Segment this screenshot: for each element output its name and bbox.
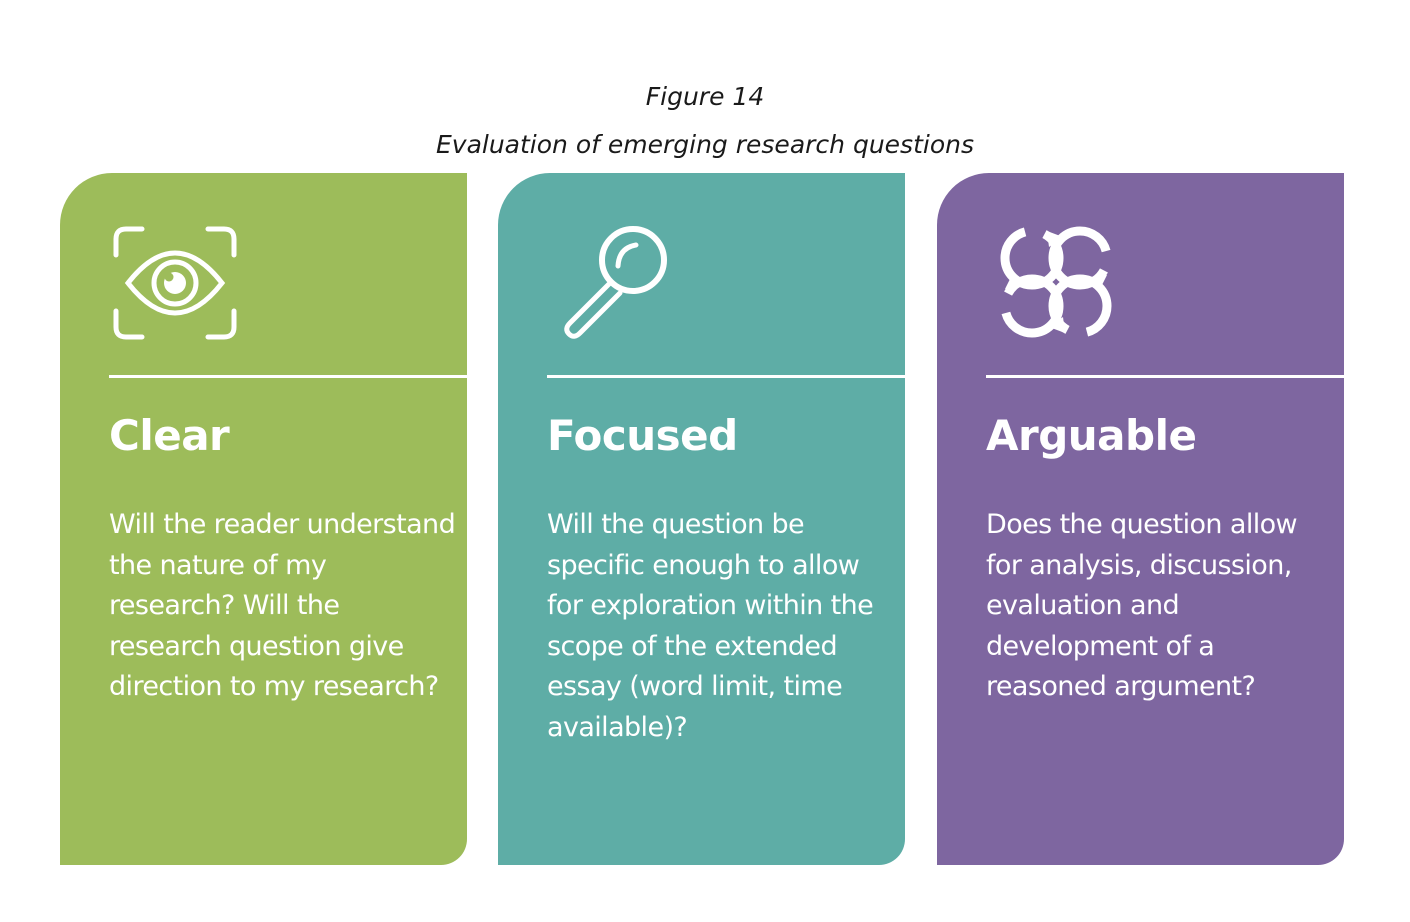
cycle-arrows-icon — [1000, 226, 1112, 338]
card-divider — [109, 375, 467, 378]
card-body: Will the question be specific enough to … — [547, 509, 874, 743]
card-arguable: Arguable Does the question allow for ana… — [937, 173, 1344, 865]
figure-title: Evaluation of emerging research question… — [435, 130, 974, 159]
card-heading: Clear — [109, 411, 230, 460]
card-clear: Clear Will the reader understand the nat… — [60, 173, 467, 865]
card-heading: Focused — [547, 411, 738, 460]
figure-number: Figure 14 — [645, 82, 765, 111]
card-divider — [986, 375, 1344, 378]
eye-scan-icon — [113, 226, 237, 340]
card-body: Will the reader understand the nature of… — [109, 509, 456, 702]
card-body: Does the question allow for analysis, di… — [986, 509, 1298, 702]
magnifying-glass-icon — [564, 226, 667, 339]
card-divider — [547, 375, 905, 378]
card-focused: Focused Will the question be specific en… — [498, 173, 905, 865]
card-heading: Arguable — [986, 411, 1197, 460]
